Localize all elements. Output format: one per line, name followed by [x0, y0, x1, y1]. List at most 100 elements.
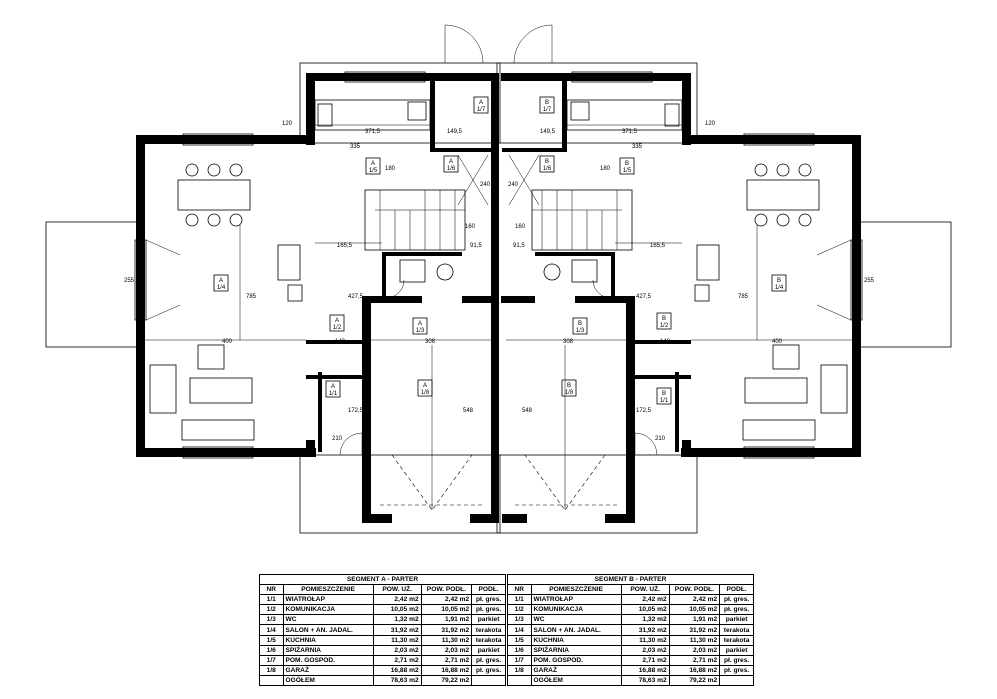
svg-text:1/8: 1/8: [421, 390, 430, 396]
table-cell: 2,42 m2: [668, 594, 721, 606]
table-cell: 1,91 m2: [668, 614, 721, 626]
dimension-label: 149,5: [447, 129, 463, 135]
room-table-segment-a: SEGMENT A - PARTER NR POMIESZCZENIE POW.…: [259, 573, 506, 687]
table-cell: 1/5: [259, 634, 284, 646]
table-cell: terakota: [471, 624, 506, 636]
dimension-label: 210: [332, 436, 343, 442]
svg-text:1/1: 1/1: [329, 391, 338, 397]
table-cell: pł. gres.: [471, 654, 506, 666]
column-header: POW. UŻ.: [620, 584, 670, 596]
room-label: B 1/3: [572, 317, 588, 335]
table-cell: 1/1: [259, 594, 284, 606]
floor-plan: A 1/1 A 1/2 A 1/3 A 1/4 A 1/5 A 1/6: [45, 24, 952, 534]
svg-text:B: B: [545, 100, 549, 106]
table-cell: pł. gres.: [719, 594, 754, 606]
table-cell: OGÓŁEM: [282, 674, 374, 687]
dimension-label: 240: [480, 182, 491, 188]
room-label: A 1/7: [473, 96, 489, 114]
table-cell: 2,03 m2: [372, 644, 422, 656]
column-header: POW. PODŁ.: [420, 584, 473, 596]
entrance-door-swing: [444, 24, 484, 64]
column-header: POW. UŻ.: [372, 584, 422, 596]
dimension-label: 120: [705, 121, 716, 127]
svg-text:A: A: [479, 100, 483, 106]
table-cell: 1,32 m2: [620, 614, 670, 626]
segment-a-plan: [45, 24, 501, 534]
table-cell: 1/6: [507, 644, 532, 656]
svg-text:1/3: 1/3: [576, 328, 585, 334]
partition: [430, 81, 435, 151]
table-cell: pł. gres.: [471, 664, 506, 676]
appliance: [287, 284, 303, 302]
wall: [136, 448, 316, 457]
column-header: PODŁ.: [719, 584, 754, 596]
dimension-label: 140: [335, 339, 346, 345]
table-cell: SPIŻARNIA: [282, 644, 374, 656]
dimension-label: 427,5: [348, 294, 364, 300]
table-cell: KUCHNIA: [530, 634, 622, 646]
terrace-left: [45, 221, 139, 348]
room-label: A 1/3: [412, 317, 428, 335]
partition: [430, 148, 495, 152]
table-cell: WIATROŁAP: [282, 594, 374, 606]
svg-text:1/7: 1/7: [477, 107, 486, 113]
door-swing: [339, 432, 363, 456]
dimension-label: 240: [508, 182, 519, 188]
svg-text:1/1: 1/1: [660, 398, 669, 404]
wall: [362, 296, 371, 523]
partition: [318, 372, 322, 452]
room-label: A 1/5: [365, 157, 381, 175]
svg-text:A: A: [371, 161, 375, 167]
svg-text:A: A: [418, 321, 422, 327]
table-cell: KOMUNIKACJA: [282, 604, 374, 616]
dimension-label: 400: [772, 339, 783, 345]
table-cell: 11,30 m2: [668, 634, 721, 646]
chair: [185, 163, 199, 177]
room-tables: SEGMENT A - PARTER NR POMIESZCZENIE POW.…: [259, 573, 754, 698]
dimension-label: 371,5: [622, 129, 638, 135]
table-title: SEGMENT B - PARTER: [507, 573, 754, 586]
svg-text:B: B: [567, 383, 571, 389]
chair: [207, 213, 221, 227]
dimension-label: 165,5: [650, 243, 666, 249]
table-cell: KOMUNIKACJA: [530, 604, 622, 616]
room-labels-a: A 1/1 A 1/2 A 1/3 A 1/4 A 1/5 A 1/6: [213, 96, 489, 398]
segment-b-plan: [496, 24, 952, 534]
table-cell: parkiet: [719, 614, 754, 626]
table-cell: 2,42 m2: [372, 594, 422, 606]
dimension-label: 335: [350, 144, 361, 150]
table-cell: 11,30 m2: [620, 634, 670, 646]
table-cell: SALON + AN. JADAL.: [530, 624, 622, 636]
terrace-door-swing: [145, 239, 181, 321]
wc-fixture: [436, 263, 454, 281]
table-cell: POM. GOSPOD.: [282, 654, 374, 666]
table-cell: 79,22 m2: [668, 674, 721, 687]
front-porch-outline: [299, 454, 501, 534]
room-label: B 1/6: [539, 155, 555, 173]
room-label: A 1/1: [325, 380, 341, 398]
svg-text:1/8: 1/8: [565, 390, 574, 396]
dimension-label: 160: [465, 224, 476, 230]
svg-text:A: A: [449, 159, 453, 165]
table-cell: 1,32 m2: [372, 614, 422, 626]
wall: [136, 135, 145, 457]
svg-text:B: B: [662, 316, 666, 322]
table-cell: pł. gres.: [471, 604, 506, 616]
room-label: A 1/4: [213, 274, 229, 292]
table-cell: 2,71 m2: [668, 654, 721, 666]
svg-text:B: B: [545, 159, 549, 165]
sink: [317, 103, 333, 127]
staircase: [364, 154, 489, 251]
table-cell: 2,03 m2: [668, 644, 721, 656]
dimension-label: 371,5: [365, 129, 381, 135]
room-label: A 1/6: [443, 155, 459, 173]
table-cell: WC: [282, 614, 374, 626]
terrace-door: [134, 239, 147, 321]
table-cell: 10,05 m2: [372, 604, 422, 616]
table-cell: 2,71 m2: [372, 654, 422, 666]
